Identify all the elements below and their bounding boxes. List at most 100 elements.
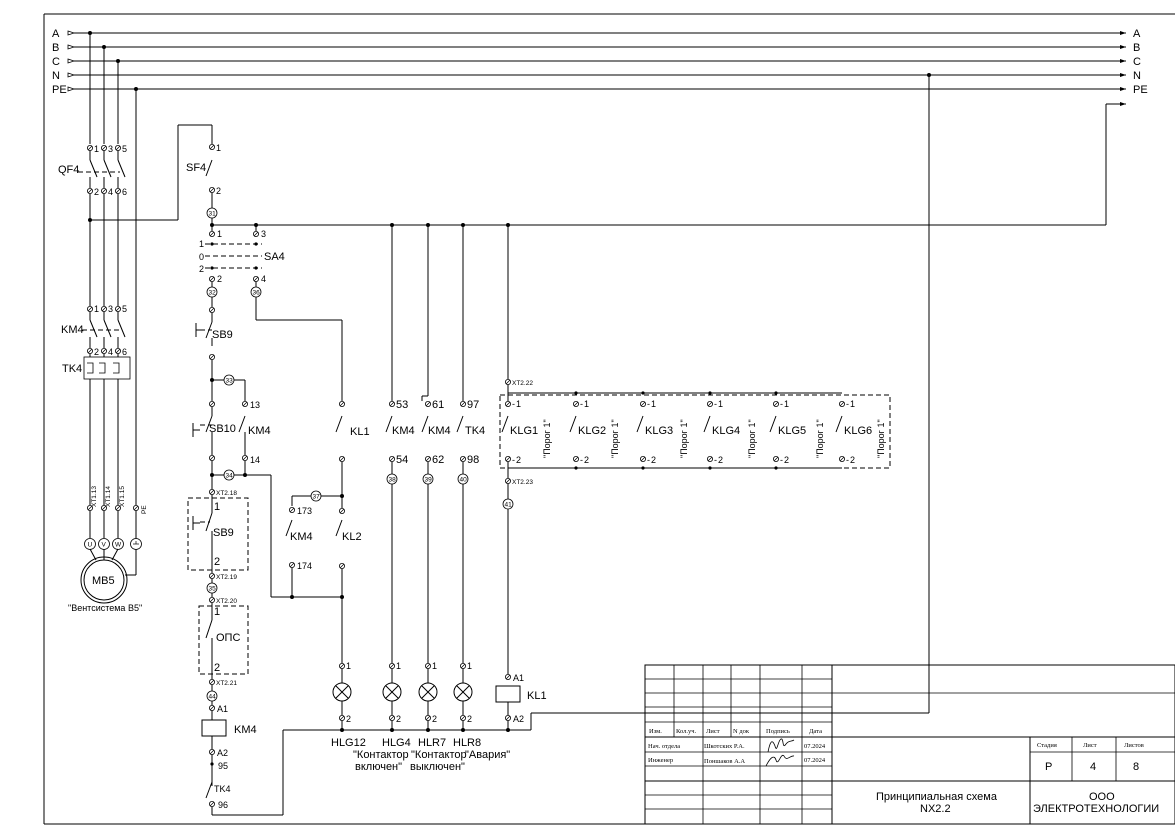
terminal-xt2-21: XT2.21 [216,680,237,687]
lamp-caption-1a: "Контактор [353,749,409,761]
sa4-pos-2: 2 [199,264,204,274]
klg4-contact: -1 KLG4 "Порог 1" -2 [703,399,757,465]
sa4-label: SA4 [264,251,285,263]
tb-date-2: 07.2024 [804,757,826,764]
kl1-contact-label: KL1 [350,426,370,438]
klg2-contact: -1 KLG2 "Порог 1" -2 [569,399,620,465]
tb-sheet-value: 4 [1090,761,1096,773]
lamp2-pin-bottom: 2 [396,714,401,724]
lamp4-pin-top: 1 [467,661,472,671]
tb-hdr-kolich: Кол.уч. [676,728,697,735]
lamp2-pin-top: 1 [396,661,401,671]
wire-number-44: 44 [209,694,217,701]
km4-hold-label: KM4 [248,425,271,437]
tb-title-line1: Принципиальная схема [876,791,998,803]
klg2-pin-top: 1 [584,399,589,409]
tb-sheets-value: 8 [1133,761,1139,773]
sa4-pos-0: 0 [199,252,204,262]
aux-contacts: 53 KM4 54 38 61 KM4 62 39 97 TK4 98 40 [385,225,485,683]
klg3-pin-top: 1 [651,399,656,409]
klg1-threshold: "Порог 1" [542,419,552,458]
kl1-kl2-chain: KL1 37 173 KM4 174 KL2 [285,400,370,683]
lamp4-label: HLR8 [453,737,481,749]
signature-2 [765,754,795,767]
motor-phase-v: V [102,542,107,549]
tb-org-line1: ООО [1089,791,1115,803]
svg-text:-: - [647,455,650,465]
wire-number-31: 31 [209,211,217,218]
klg2-threshold: "Порог 1" [610,419,620,458]
wire-number-35: 35 [209,586,217,593]
svg-text:-: - [714,455,717,465]
klg5-pin-bottom: 2 [784,455,789,465]
tk4-main-label: TK4 [62,363,82,375]
sb9-label: SB9 [212,329,233,341]
sa4-pos-1: 1 [199,239,204,249]
kl1-coil-pin-a1: A1 [513,673,524,683]
power-buses: A B C N PE A B C N PE [52,28,1148,96]
ops-pin-2: 2 [214,662,220,674]
aux2-pin-top: 61 [432,399,444,411]
svg-text:-: - [780,399,783,409]
wire-number-33: 33 [226,378,234,385]
lamp-icon [332,682,352,702]
tb-sheets-label: Листов [1124,742,1144,749]
lamp-caption-2a: "Контактор [411,749,467,761]
klg3-contact: -1 KLG3 "Порог 1" -2 [636,399,689,465]
klg2-pin-bottom: 2 [584,455,589,465]
klg3-pin-bottom: 2 [651,455,656,465]
qf4-pin-5: 5 [122,144,127,154]
aux1-label: KM4 [392,425,415,437]
klg3-threshold: "Порог 1" [679,419,689,458]
sf4-label: SF4 [186,162,206,174]
lamp3-label: HLR7 [418,737,446,749]
sb9-remote-label: SB9 [213,527,234,539]
wire-number-32: 32 [209,290,217,297]
motor-phase-w: W [115,542,122,549]
qf4-pin-3: 3 [108,144,113,154]
km4-coil: KM4 A2 95 TK4 96 [201,75,930,816]
wire-number-40: 40 [460,477,468,484]
aux1-pin-bottom: 54 [396,454,408,466]
svg-text:-: - [580,399,583,409]
tb-role-1: Нач. отдела [648,743,680,750]
lamp-icon [453,682,473,702]
aux2-pin-bottom: 62 [432,454,444,466]
km4-hold-pin-14: 14 [250,455,260,465]
sb9-remote-station: XT2.18 1 SB9 2 XT2.19 35 [187,488,249,597]
wire-number-37: 37 [313,494,321,501]
klg-detector-group: XT2.22 -1 KLG1 "Порог 1" -2 -1 KLG2 "Пор… [495,225,891,730]
kl1-coil [495,685,521,703]
motor-terminal-pe: PE [141,505,148,514]
km4-coil-pin-a2: A2 [217,748,228,758]
svg-text:-: - [647,399,650,409]
lamp1-pin-top: 1 [346,661,351,671]
bus-label-c-right: C [1133,56,1141,68]
wire-number-38: 38 [389,477,397,484]
signature-1 [767,738,795,753]
klg5-pin-top: 1 [784,399,789,409]
tb-hdr-izm: Изм. [649,728,662,735]
svg-text:-: - [512,455,515,465]
terminal-xt2-23: XT2.23 [512,479,533,486]
ops-fire-alarm-contact: XT2.20 1 ОПС 2 XT2.21 44 A1 [198,597,249,720]
sa4-pin-4: 4 [261,274,266,284]
km4-hold-pin-13: 13 [250,400,260,410]
motor-label: MB5 [92,575,115,587]
bus-label-a: A [52,28,60,40]
klg6-pin-bottom: 2 [850,455,855,465]
svg-text:-: - [780,455,783,465]
lamp1-pin-bottom: 2 [346,714,351,724]
tb-title-line2: NX2.2 [920,803,951,815]
km4-coil-pin-a1: A1 [217,704,228,714]
tb-date-1: 07.2024 [804,743,826,750]
terminal-xt2-19: XT2.19 [216,574,237,581]
km4-aux2-pin-174: 174 [297,561,312,571]
ops-label: ОПС [216,632,240,644]
sb10-label: SB10 [209,423,236,435]
wire-number-41: 41 [505,502,513,509]
lamp-caption-2b: выключен" [410,761,465,773]
wire-number-36: 36 [253,290,261,297]
tb-role-2: Инженер [648,757,673,764]
